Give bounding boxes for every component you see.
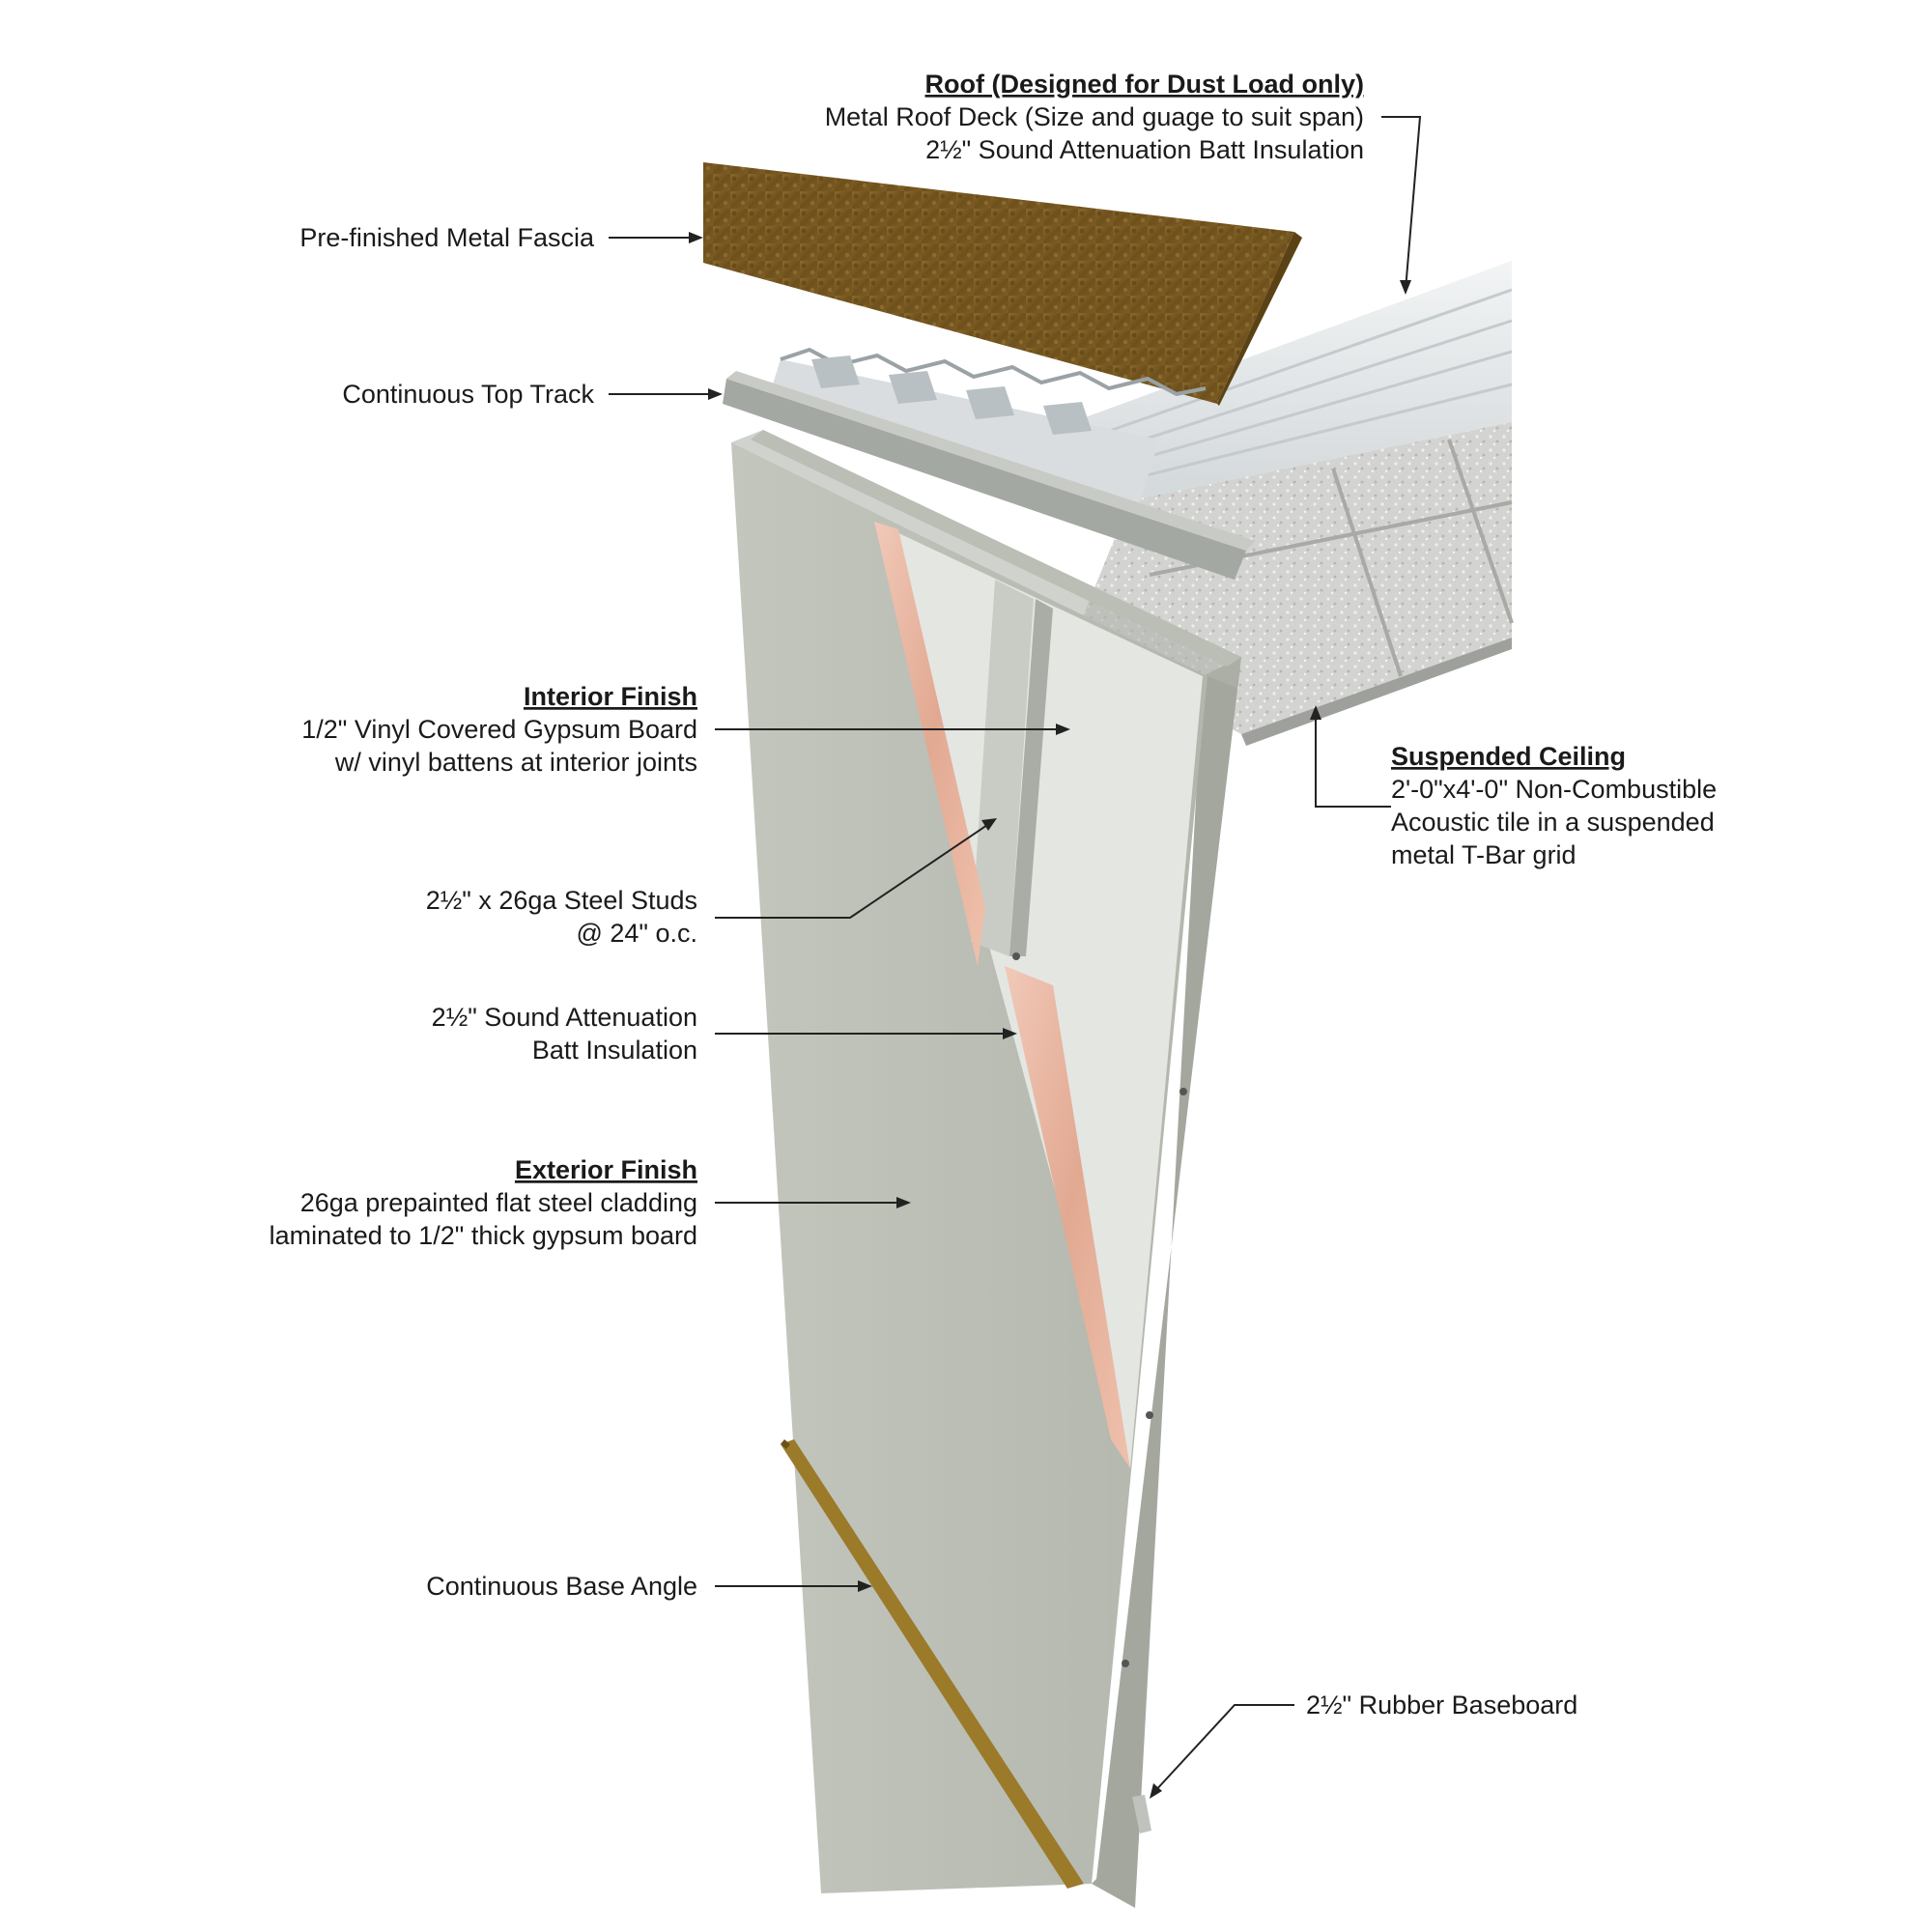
- continuous-top-track: [723, 371, 1256, 580]
- interior-finish-line-1: 1/2" Vinyl Covered Gypsum Board: [301, 715, 697, 744]
- suspended-ceiling-line-1: 2'-0"x4'-0" Non-Combustible: [1391, 775, 1717, 804]
- suspended-ceiling-line-3: metal T-Bar grid: [1391, 840, 1577, 869]
- label-top-track: Continuous Top Track: [342, 380, 594, 409]
- continuous-base-angle: [781, 1439, 1084, 1889]
- rubber-baseboard: [1132, 1795, 1151, 1833]
- interior-finish-line-2: w/ vinyl battens at interior joints: [334, 748, 697, 777]
- exterior-finish-line-2: laminated to 1/2" thick gypsum board: [270, 1221, 697, 1250]
- fasteners: [1012, 952, 1187, 1667]
- roof-line-2: 2½" Sound Attenuation Batt Insulation: [925, 135, 1364, 164]
- deck-profile: [763, 347, 1207, 502]
- suspended-ceiling-line-2: Acoustic tile in a suspended: [1391, 808, 1715, 837]
- label-steel-studs: 2½" x 26ga Steel Studs @ 24" o.c.: [426, 886, 697, 948]
- suspended-ceiling-heading: Suspended Ceiling: [1391, 742, 1626, 771]
- label-interior-finish: Interior Finish 1/2" Vinyl Covered Gypsu…: [301, 682, 697, 777]
- steel-studs-line-1: 2½" x 26ga Steel Studs: [426, 886, 697, 915]
- roof-heading: Roof (Designed for Dust Load only): [925, 70, 1364, 99]
- label-roof: Roof (Designed for Dust Load only) Metal…: [825, 70, 1364, 164]
- label-fascia: Pre-finished Metal Fascia: [299, 223, 595, 252]
- exterior-finish-line-1: 26ga prepainted flat steel cladding: [300, 1188, 697, 1217]
- exterior-finish-heading: Exterior Finish: [515, 1155, 697, 1184]
- label-rubber-baseboard: 2½" Rubber Baseboard: [1306, 1690, 1577, 1719]
- roof-line-1: Metal Roof Deck (Size and guage to suit …: [825, 102, 1364, 131]
- steel-studs-line-2: @ 24" o.c.: [576, 919, 697, 948]
- batt-insulation: [874, 522, 1130, 1468]
- interior-finish-heading: Interior Finish: [524, 682, 697, 711]
- pre-finished-metal-fascia: [703, 162, 1302, 406]
- label-base-angle: Continuous Base Angle: [426, 1572, 697, 1601]
- label-batt-insulation: 2½" Sound Attenuation Batt Insulation: [432, 1003, 697, 1065]
- label-exterior-finish: Exterior Finish 26ga prepainted flat ste…: [270, 1155, 697, 1250]
- batt-insulation-line-2: Batt Insulation: [532, 1036, 697, 1065]
- label-suspended-ceiling: Suspended Ceiling 2'-0"x4'-0" Non-Combus…: [1391, 742, 1717, 869]
- leader-lines: [609, 116, 1422, 1799]
- batt-insulation-line-1: 2½" Sound Attenuation: [432, 1003, 697, 1032]
